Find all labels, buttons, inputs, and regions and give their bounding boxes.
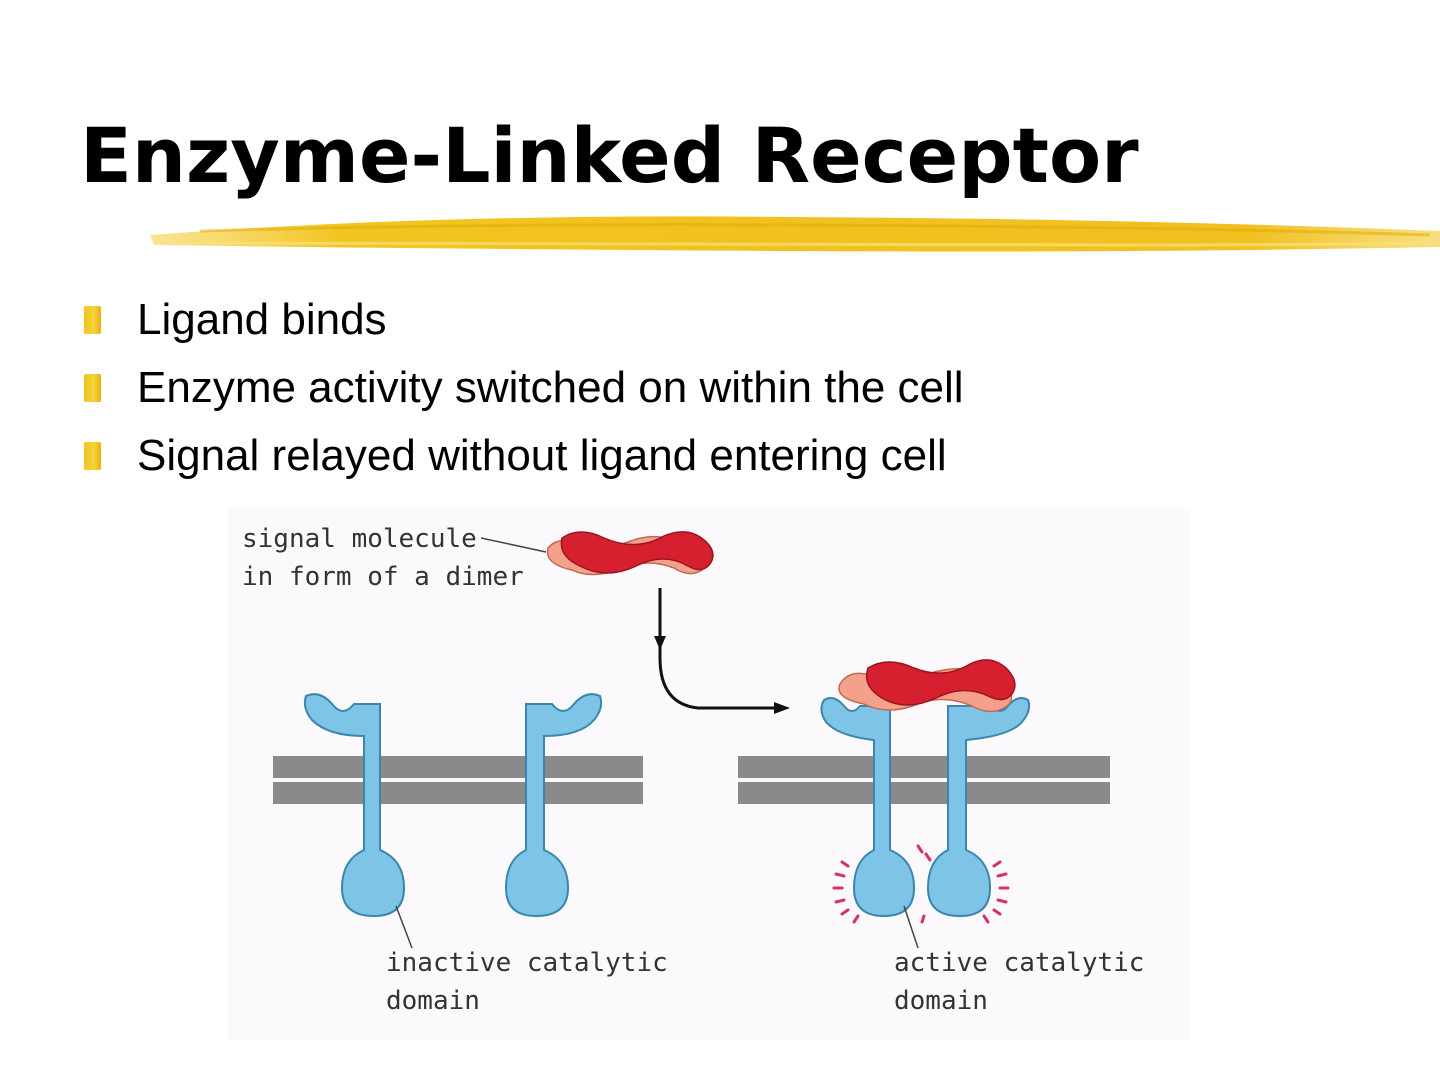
arrow-right-head (774, 702, 790, 714)
active-receptor-1 (820, 697, 916, 918)
signal-molecule-label: signal molecule in form of a dimer (242, 520, 524, 596)
inactive-domain-label: inactive catalytic domain (386, 944, 668, 1020)
inactive-label-line-2: domain (386, 986, 480, 1016)
membrane-left (273, 756, 643, 804)
binding-arrow (658, 588, 776, 710)
arrow-down-head (654, 636, 666, 650)
signal-molecule-dimer (546, 531, 714, 576)
bullet-text: Enzyme activity switched on within the c… (137, 363, 964, 412)
active-label-line-1: active catalytic (894, 948, 1145, 978)
active-domain-label: active catalytic domain (894, 944, 1144, 1020)
bullet-item: Ligand binds (84, 286, 964, 354)
active-label-line-2: domain (894, 986, 988, 1016)
inactive-label-line-1: inactive catalytic (386, 948, 668, 978)
signal-label-line-2: in form of a dimer (242, 562, 524, 592)
inactive-label-leader (395, 905, 413, 949)
bullet-item: Enzyme activity switched on within the c… (84, 354, 964, 422)
bullet-icon (84, 306, 101, 334)
yellow-brush-underline (150, 216, 1440, 252)
active-label-leader (903, 905, 919, 949)
slide-title: Enzyme-Linked Receptor (80, 111, 1139, 200)
bullet-list: Ligand binds Enzyme activity switched on… (84, 286, 964, 490)
bullet-icon (84, 442, 101, 470)
bound-signal-dimer (838, 659, 1016, 713)
active-receptor-2 (926, 697, 1031, 918)
receptor-diagram-drawing (273, 531, 1110, 949)
receptor-diagram: signal molecule in form of a dimer inact… (228, 508, 1190, 1040)
membrane-right (738, 756, 1110, 804)
inactive-receptor-2 (504, 693, 603, 918)
inactive-receptor-1 (303, 693, 406, 918)
bullet-icon (84, 374, 101, 402)
signal-label-line-1: signal molecule (242, 524, 477, 554)
bullet-text: Signal relayed without ligand entering c… (137, 431, 947, 480)
bullet-text: Ligand binds (137, 295, 387, 344)
activity-marks-right (920, 860, 1010, 924)
bullet-item: Signal relayed without ligand entering c… (84, 422, 964, 490)
activity-marks-left (832, 844, 932, 924)
signal-label-leader (480, 537, 547, 553)
